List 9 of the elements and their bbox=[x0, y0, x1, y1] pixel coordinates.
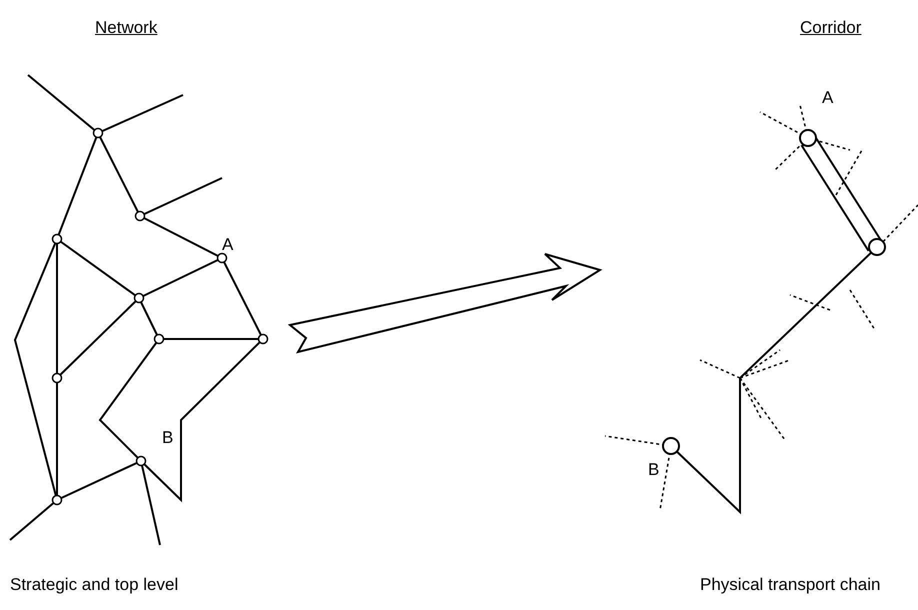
point-label: A bbox=[222, 235, 234, 255]
block-arrow bbox=[288, 253, 602, 354]
point-label: B bbox=[648, 460, 660, 480]
heading: Corridor bbox=[800, 18, 862, 38]
node-label: Strategic and top level bbox=[10, 575, 178, 595]
heading: Network bbox=[95, 18, 158, 38]
node-label: Physical transport chain bbox=[700, 575, 880, 595]
point-label: A bbox=[822, 88, 834, 108]
point-label: B bbox=[162, 428, 174, 448]
